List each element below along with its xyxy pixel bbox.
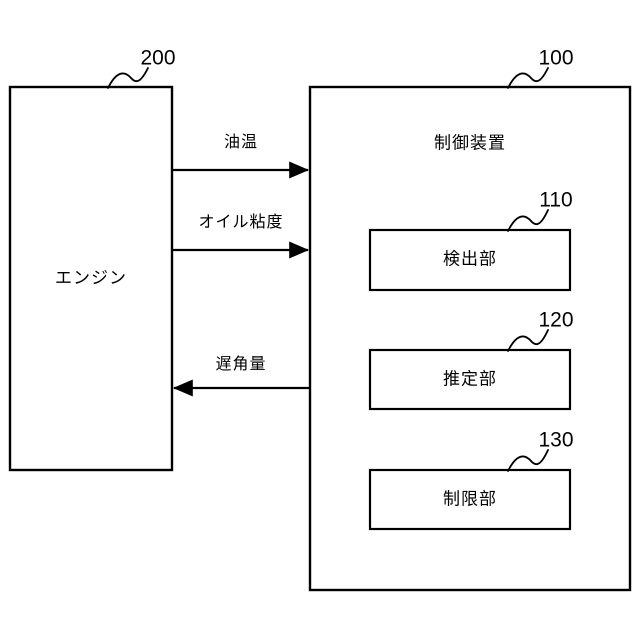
- ref-number-120: 120: [538, 308, 574, 332]
- control-device-block-label: 制御装置: [434, 133, 506, 154]
- detection-unit-rect: [368, 228, 572, 292]
- estimation-unit-rect: [368, 348, 572, 411]
- ref-100-leader-line: [507, 67, 549, 89]
- ref-number-200: 200: [140, 46, 176, 70]
- ref-number-110: 110: [539, 188, 573, 212]
- ref-110-leader-line: [507, 209, 549, 232]
- engine-block-label: エンジン: [55, 268, 127, 289]
- oil-temperature-arrow-label: 油温: [223, 132, 259, 151]
- detection-unit-label: 検出部: [443, 249, 497, 270]
- ref-number-130: 130: [538, 428, 574, 452]
- estimation-unit-label: 推定部: [443, 369, 497, 390]
- retard-amount-arrow-label: 遅角量: [215, 354, 267, 373]
- ref-120-leader-line: [507, 329, 549, 352]
- engine-block-rect: [8, 85, 174, 472]
- limiting-unit-rect: [368, 468, 572, 531]
- limiting-unit-label: 制限部: [443, 489, 497, 510]
- ref-200-leader-line: [107, 67, 149, 89]
- ref-number-100: 100: [538, 46, 574, 70]
- oil-viscosity-arrow-label: オイル粘度: [198, 212, 284, 231]
- ref-130-leader-line: [507, 449, 549, 472]
